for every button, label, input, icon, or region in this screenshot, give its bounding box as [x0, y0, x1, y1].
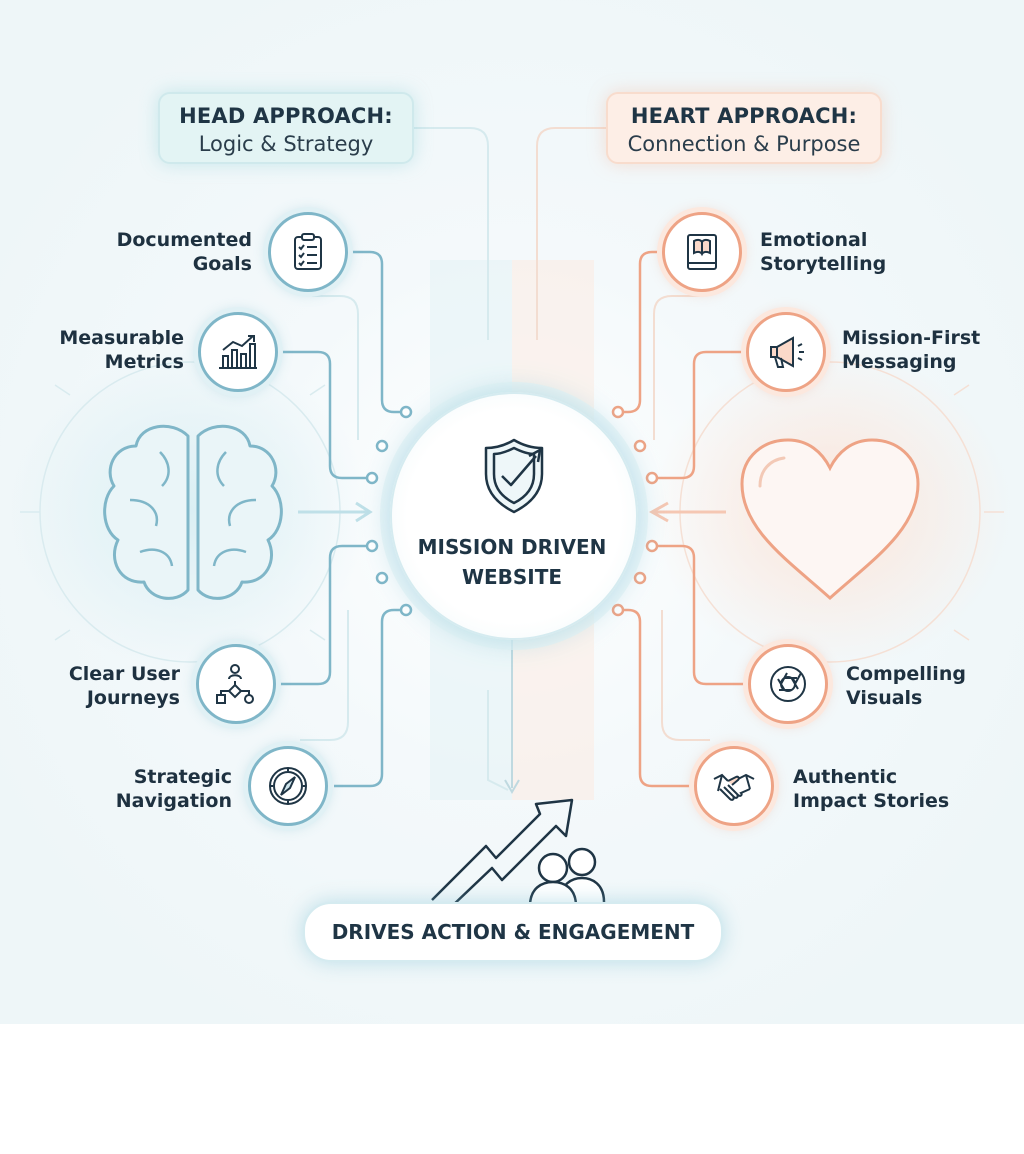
flowchart-icon	[216, 664, 254, 704]
center-title: MISSION DRIVEN WEBSITE	[417, 535, 607, 589]
heart-approach-box: HEART APPROACH: Connection & Purpose	[606, 92, 882, 164]
camera-aperture-icon	[770, 666, 806, 702]
connector-lines	[10, 127, 1010, 909]
drives-action-engagement-label: DRIVES ACTION & ENGAGEMENT	[303, 902, 723, 962]
head-approach-subtitle: Logic & Strategy	[198, 132, 374, 156]
heart-approach-title: HEART APPROACH:	[630, 104, 858, 128]
handshake-icon	[713, 773, 755, 801]
people-icon	[528, 847, 606, 907]
clear-user-journeys-node	[196, 644, 276, 724]
growth-arrow-icon	[431, 798, 574, 909]
megaphone-icon	[770, 336, 804, 368]
measurable-metrics-node	[198, 312, 278, 392]
bar-chart-icon	[219, 335, 257, 369]
mission-first-messaging-node	[746, 312, 826, 392]
documented-goals-node	[268, 212, 348, 292]
left-arrow-icon	[298, 501, 373, 523]
infographic-canvas: HEAD APPROACH: Logic & Strategy HEART AP…	[0, 0, 1024, 1024]
book-icon	[687, 234, 717, 270]
right-arrow-icon	[648, 501, 726, 523]
emotional-storytelling-node	[662, 212, 742, 292]
strategic-navigation-node	[248, 746, 328, 826]
shield-check-icon	[484, 438, 544, 514]
compelling-visuals-node	[748, 644, 828, 724]
heart-icon	[740, 438, 920, 601]
compass-icon	[269, 767, 307, 805]
mission-driven-website-hub	[390, 392, 638, 640]
clipboard-checklist-icon	[294, 233, 322, 270]
heart-approach-subtitle: Connection & Purpose	[627, 132, 861, 156]
head-approach-box: HEAD APPROACH: Logic & Strategy	[158, 92, 414, 164]
authentic-impact-stories-node	[694, 746, 774, 826]
brain-icon	[103, 424, 283, 600]
head-approach-title: HEAD APPROACH:	[179, 104, 393, 128]
